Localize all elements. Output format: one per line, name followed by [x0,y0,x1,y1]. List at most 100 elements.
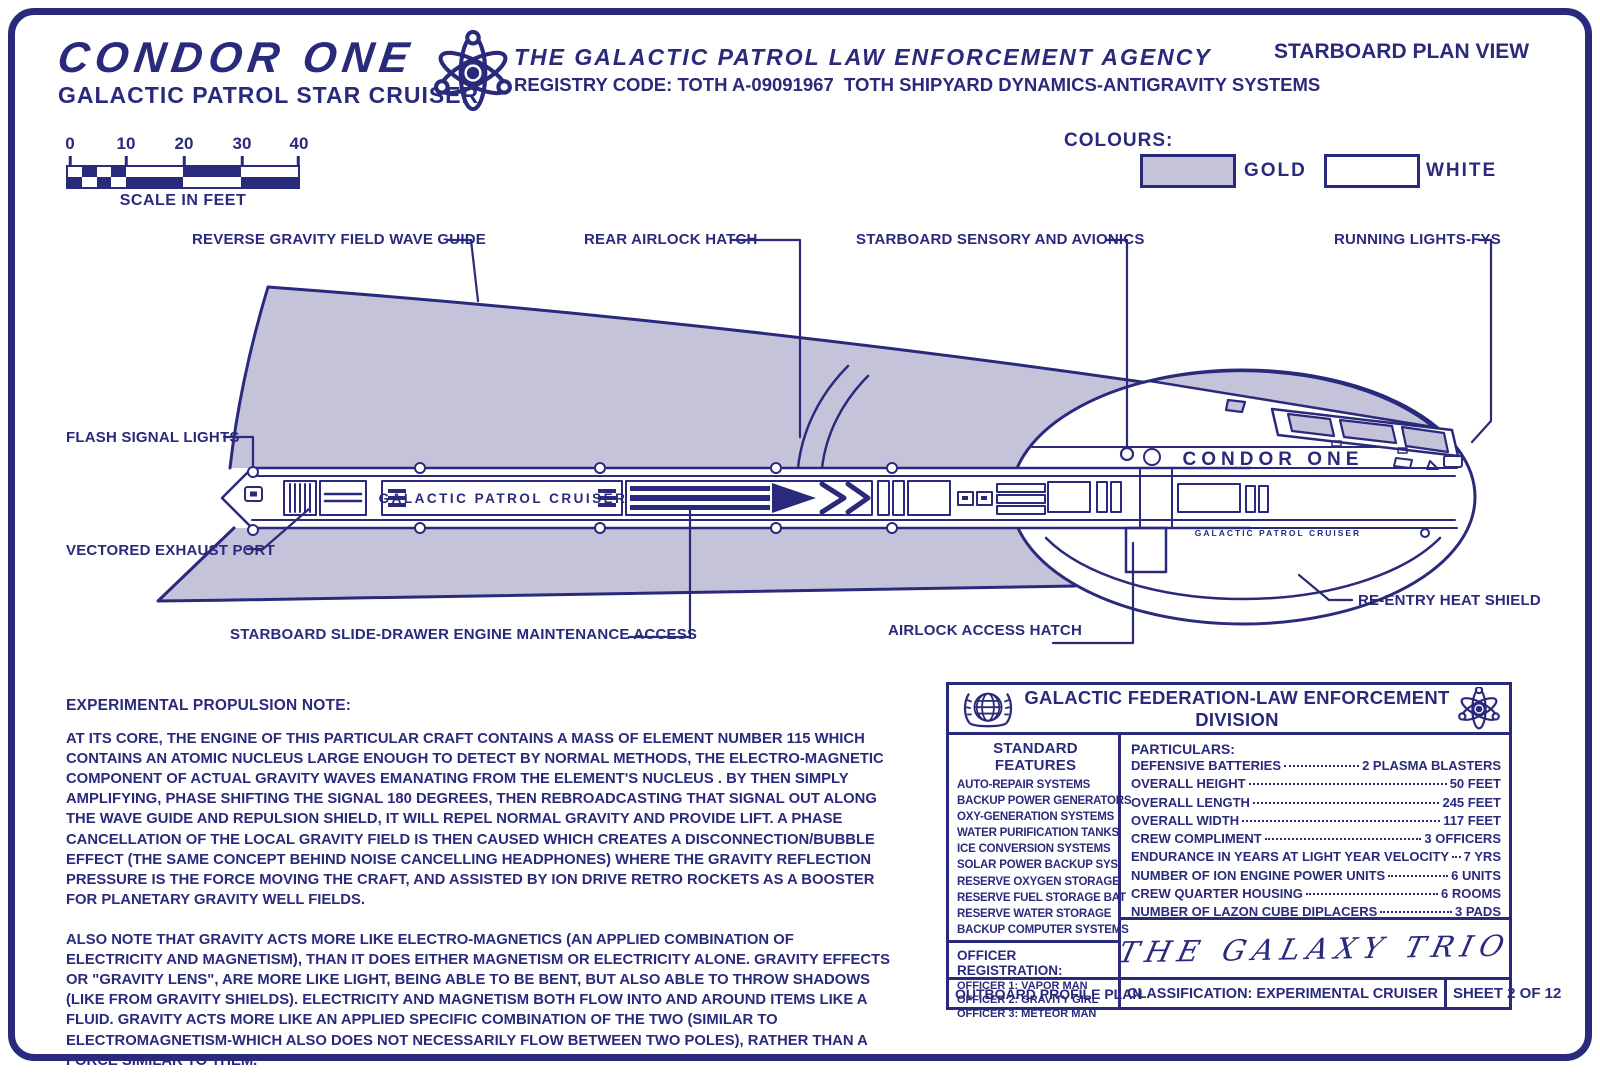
particular-value: 7 YRS [1463,849,1501,865]
particular-value: 117 FEET [1443,812,1501,828]
scale-tick-label: 20 [174,134,194,153]
agency-title: THE GALACTIC PATROL LAW ENFORCEMENT AGEN… [514,44,1212,70]
particular-label: OVERALL WIDTH [1131,812,1240,828]
particular-label: DEFENSIVE BATTERIES [1131,758,1282,773]
leader-airlock-access [1051,541,1135,645]
scale-bar-ticks [66,156,306,165]
lower-wing [158,528,1075,601]
feature-item: AUTO-REPAIR SYSTEMS [957,779,1091,791]
particulars: PARTICULARS: DEFENSIVE BATTERIES 2 PLASMA… [1121,735,1509,919]
particular-value: 245 FEET [1442,794,1501,810]
features-title: STANDARD FEATURES [993,740,1078,774]
callout-slide-drawer: STARBOARD SLIDE-DRAWER ENGINE MAINTENANC… [230,626,698,643]
leader-rear-airlock [729,238,802,439]
engine-access-plate [625,480,873,516]
particulars-row: OVERALL WIDTH 117 FEET [1131,812,1501,830]
particular-label: ENDURANCE IN YEARS AT LIGHT YEAR VELOCIT… [1131,849,1450,865]
callout-rear-airlock: REAR AIRLOCK HATCH [584,231,758,248]
sheet-number: SHEET 2 OF 12 [1452,985,1562,1002]
callout-flash-signal: FLASH SIGNAL LIGHTS [66,429,240,446]
colours-title: COLOURS: [1064,130,1174,151]
standard-features: STANDARD FEATURES AUTO-REPAIR SYSTEMS BA… [949,735,1132,940]
callout-starboard-sensory: STARBOARD SENSORY AND AVIONICS [856,231,1145,248]
wing-over-nose [1148,369,1435,429]
gold-swatch [1140,154,1236,188]
particulars-row: ENDURANCE IN YEARS AT LIGHT YEAR VELOCIT… [1131,848,1501,866]
scale-bar-caption: SCALE IN FEET [119,192,247,209]
feature-item: RESERVE OXYGEN STORAGE [957,875,1120,888]
particular-value: 50 FEET [1449,776,1501,792]
hull-detail-group [244,480,1046,516]
white-label: WHITE [1426,160,1498,181]
canopy-window [1338,418,1398,445]
particular-value: 2 PLASMA BLASTERS [1362,758,1501,773]
white-swatch [1324,154,1420,188]
canopy-window [1400,425,1450,454]
scale-bar: 0 10 20 30 40 SCALE IN FEET [65,134,309,210]
officer-item: OFFICER 2: GRAVITY GIRL [957,993,1099,1006]
particular-value: 3 OFFICERS [1424,831,1501,847]
officer-item: OFFICER 1: VAPOR MAN [957,979,1088,992]
leader-reverse-gravity [446,238,480,303]
leader-flash-signal [222,435,255,468]
atom-icon [1457,686,1501,729]
canopy-window [1286,412,1336,438]
leader-lines [222,238,1493,645]
name-plate [381,480,623,516]
signature-text: THE GALAXY TRIO [1121,928,1509,969]
leader-vectored-exhaust [245,507,311,551]
feature-item: BACKUP POWER GENERATORS [957,795,1132,808]
feature-item: ICE CONVERSION SYSTEMS [957,843,1111,856]
plan-label: OUTBOARD PROFILE PLAN [949,980,1142,1007]
propulsion-note-title: EXPERIMENTAL PROPULSION NOTE: [66,697,352,714]
officer-registration: OFFICER REGISTRATION: OFFICER 1: VAPOR M… [949,939,1118,1020]
particular-value: 3 PADS [1455,904,1501,920]
particular-label: OVERALL HEIGHT [1131,776,1246,792]
officer-registration-title: OFFICER REGISTRATION: [957,947,1063,978]
signature-cell: THE GALAXY TRIO [1121,917,1509,977]
title-block: GALACTIC FEDERATION-LAW ENFORCEMENT DIVI… [946,682,1561,1020]
leader-starboard-sensory [1105,238,1129,450]
propulsion-note-para2: ALSO NOTE THAT GRAVITY ACTS MORE LIKE EL… [66,931,890,1069]
federation-emblem-icon [963,691,1013,727]
nose-name-decal: CONDOR ONE [1183,449,1364,470]
leader-slide-drawer [627,508,692,639]
scale-tick-label: 40 [289,134,309,153]
particular-label: NUMBER OF LAZON CUBE DIPLACERS [1131,904,1378,920]
feature-item: WATER PURIFICATION TANKS [957,827,1119,840]
particular-label: CREW QUARTER HOUSING [1131,886,1303,902]
scale-tick-label: 30 [232,134,252,153]
feature-item: SOLAR POWER BACKUP SYS [957,859,1118,872]
ship-type-subtitle: GALACTIC PATROL STAR CRUISER [58,82,480,108]
particulars-row: NUMBER OF ION ENGINE POWER UNITS 6 UNITS [1131,867,1501,885]
title-block-footer: OUTBOARD PROFILE PLAN CLASSIFICATION: EX… [949,977,1561,1007]
particular-label: NUMBER OF ION ENGINE POWER UNITS [1131,867,1386,883]
callout-reverse-gravity: REVERSE GRAVITY FIELD WAVE GUIDE [192,231,486,248]
scale-bar-strip [66,165,300,189]
particulars-row: OVERALL HEIGHT 50 FEET [1131,775,1501,793]
feature-item: RESERVE WATER STORAGE [957,907,1112,920]
particulars-row: NUMBER OF LAZON CUBE DIPLACERS 3 PADS [1131,903,1501,921]
scale-tick-label: 10 [116,134,136,153]
hull-plate-decal: GALACTIC PATROL CRUISER [379,491,628,506]
canopy-window [1224,398,1247,414]
blueprint-page: { "header": { "ship_name": "CONDOR ONE",… [8,8,1592,1069]
leader-running-lights [1470,238,1493,444]
leader-reentry [1297,573,1354,602]
gold-label: GOLD [1244,160,1307,181]
airlock-hatch [1124,526,1168,574]
classification-label: CLASSIFICATION: EXPERIMENTAL CRUISER [1121,980,1447,1007]
vectored-exhaust-grill [283,480,317,516]
feature-item: RESERVE FUEL STORAGE BAT [957,891,1126,904]
particular-value: 6 UNITS [1451,867,1501,883]
scale-tick-label: 0 [65,134,75,153]
particulars-title: PARTICULARS: [1131,741,1235,757]
nose-small-decal: GALACTIC PATROL CRUISER [1195,528,1361,538]
officer-item: OFFICER 3: METEOR MAN [957,1007,1097,1020]
callout-airlock-access: AIRLOCK ACCESS HATCH [888,622,1082,639]
title-block-header: GALACTIC FEDERATION-LAW ENFORCEMENT DIVI… [949,685,1509,735]
propulsion-note: EXPERIMENTAL PROPULSION NOTE: AT ITS COR… [66,697,890,1091]
